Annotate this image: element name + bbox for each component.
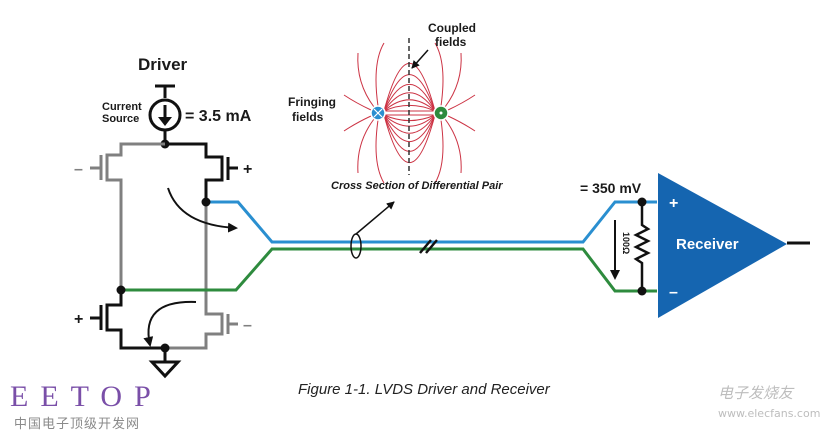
field-line	[447, 115, 476, 132]
field-line	[383, 114, 436, 143]
negative-conductor-icon	[433, 105, 449, 121]
fringing-label-1: Fringing	[288, 95, 336, 109]
ground-icon	[148, 343, 182, 379]
receiver-minus-node	[637, 286, 647, 296]
field-line	[375, 42, 385, 107]
field-line	[383, 83, 436, 112]
receiver-plus-node	[637, 197, 647, 207]
line-break-icon	[419, 239, 438, 254]
field-line	[434, 119, 444, 184]
field-line	[383, 99, 436, 112]
field-line	[447, 94, 476, 111]
receiver-amplifier	[658, 173, 787, 318]
positive-line	[206, 200, 657, 244]
pair-ellipse	[350, 233, 362, 259]
field-line	[383, 92, 436, 112]
receiver-plus-sign: +	[669, 195, 678, 212]
driver-title: Driver	[138, 55, 188, 74]
elecfans-name: 电子发烧友	[718, 384, 794, 402]
field-line	[444, 52, 462, 108]
coupled-label-1: Coupled	[428, 21, 476, 35]
top-right-transistor	[165, 142, 238, 202]
field-line	[375, 119, 385, 184]
elecfans-url: www.elecfans.com	[718, 407, 821, 420]
current-source-label-1: Current	[102, 101, 142, 113]
field-line	[357, 118, 375, 174]
eetop-subtitle: 中国电子顶级开发网	[14, 417, 141, 432]
cross-section-title: Cross Section of Differential Pair	[331, 180, 503, 192]
resistor-value: 100Ω	[621, 232, 631, 254]
receiver-label: Receiver	[676, 236, 739, 253]
receiver-voltage: = 350 mV	[580, 180, 642, 196]
bottom-left-gate-sign: +	[74, 311, 83, 328]
coupled-label-2: fields	[435, 35, 467, 49]
fringing-label-2: fields	[292, 110, 324, 124]
current-source-label-2: Source	[102, 113, 139, 125]
field-line	[434, 42, 444, 107]
current-source-icon	[148, 84, 182, 143]
eetop-logo: EETOP	[10, 380, 163, 413]
top-left-transistor	[90, 142, 165, 290]
coupled-pointer	[411, 49, 429, 69]
receiver-minus-sign: –	[669, 284, 678, 301]
field-line	[357, 52, 375, 108]
field-line	[343, 115, 372, 132]
top-left-gate-sign: –	[74, 161, 83, 178]
bottom-right-gate-sign: –	[243, 317, 252, 334]
bottom-left-transistor	[90, 290, 165, 350]
figure-caption: Figure 1-1. LVDS Driver and Receiver	[298, 381, 551, 398]
current-flow-arrow-bottom	[143, 300, 197, 347]
field-line	[343, 94, 372, 111]
cross-section-pointer	[355, 201, 395, 235]
field-line	[383, 114, 436, 134]
current-flow-arrow-top	[167, 187, 238, 233]
negative-line	[121, 247, 657, 293]
top-right-gate-sign: +	[243, 161, 252, 178]
positive-conductor-icon	[370, 105, 386, 121]
driver-out-plus-node	[201, 197, 211, 207]
field-line	[444, 118, 462, 174]
current-value: = 3.5 mA	[185, 108, 252, 125]
resistor-icon	[633, 202, 651, 291]
elecfans-watermark: 电子发烧友 www.elecfans.com	[718, 382, 820, 420]
driver-out-minus-node	[116, 285, 126, 295]
bottom-right-transistor	[165, 310, 238, 350]
